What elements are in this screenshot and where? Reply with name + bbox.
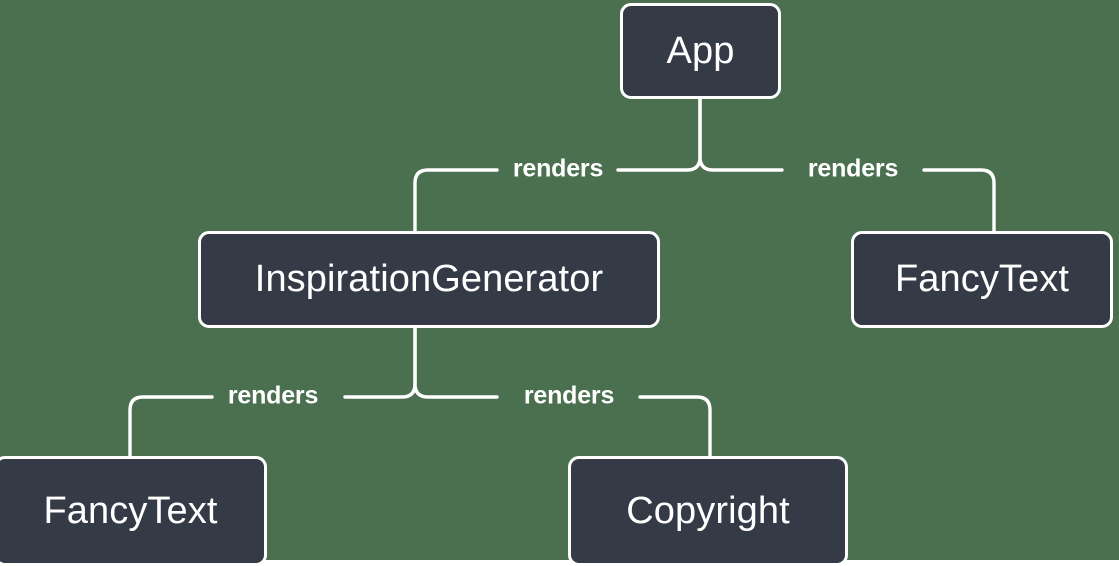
edge-app-to-inspiration-generator bbox=[413, 97, 702, 233]
node-fancytext-bottom-left-label: FancyText bbox=[43, 489, 218, 532]
node-fancytext-right-label: FancyText bbox=[894, 258, 1070, 300]
node-copyright[interactable]: Copyright bbox=[568, 456, 848, 566]
node-inspiration-generator[interactable]: InspirationGenerator bbox=[198, 231, 660, 328]
node-fancytext-right[interactable]: FancyText bbox=[851, 231, 1113, 328]
edge-inspiration-generator-to-copyright bbox=[413, 326, 712, 458]
edge-inspiration-generator-to-fancytext-bottom-left bbox=[128, 326, 417, 458]
edge-label-app-to-inspiration-generator: renders bbox=[512, 154, 604, 183]
node-app-label: App bbox=[666, 29, 735, 72]
edge-app-to-fancytext-right bbox=[698, 97, 996, 233]
edge-label-inspiration-generator-to-copyright: renders bbox=[523, 381, 615, 410]
node-copyright-label: Copyright bbox=[626, 489, 790, 532]
node-fancytext-bottom-left[interactable]: FancyText bbox=[0, 456, 267, 566]
node-app[interactable]: App bbox=[620, 3, 781, 99]
edge-label-app-to-fancytext-right: renders bbox=[807, 154, 899, 183]
edge-label-inspiration-generator-to-fancytext-bottom-left: renders bbox=[227, 381, 319, 410]
node-inspiration-generator-label: InspirationGenerator bbox=[254, 258, 604, 300]
